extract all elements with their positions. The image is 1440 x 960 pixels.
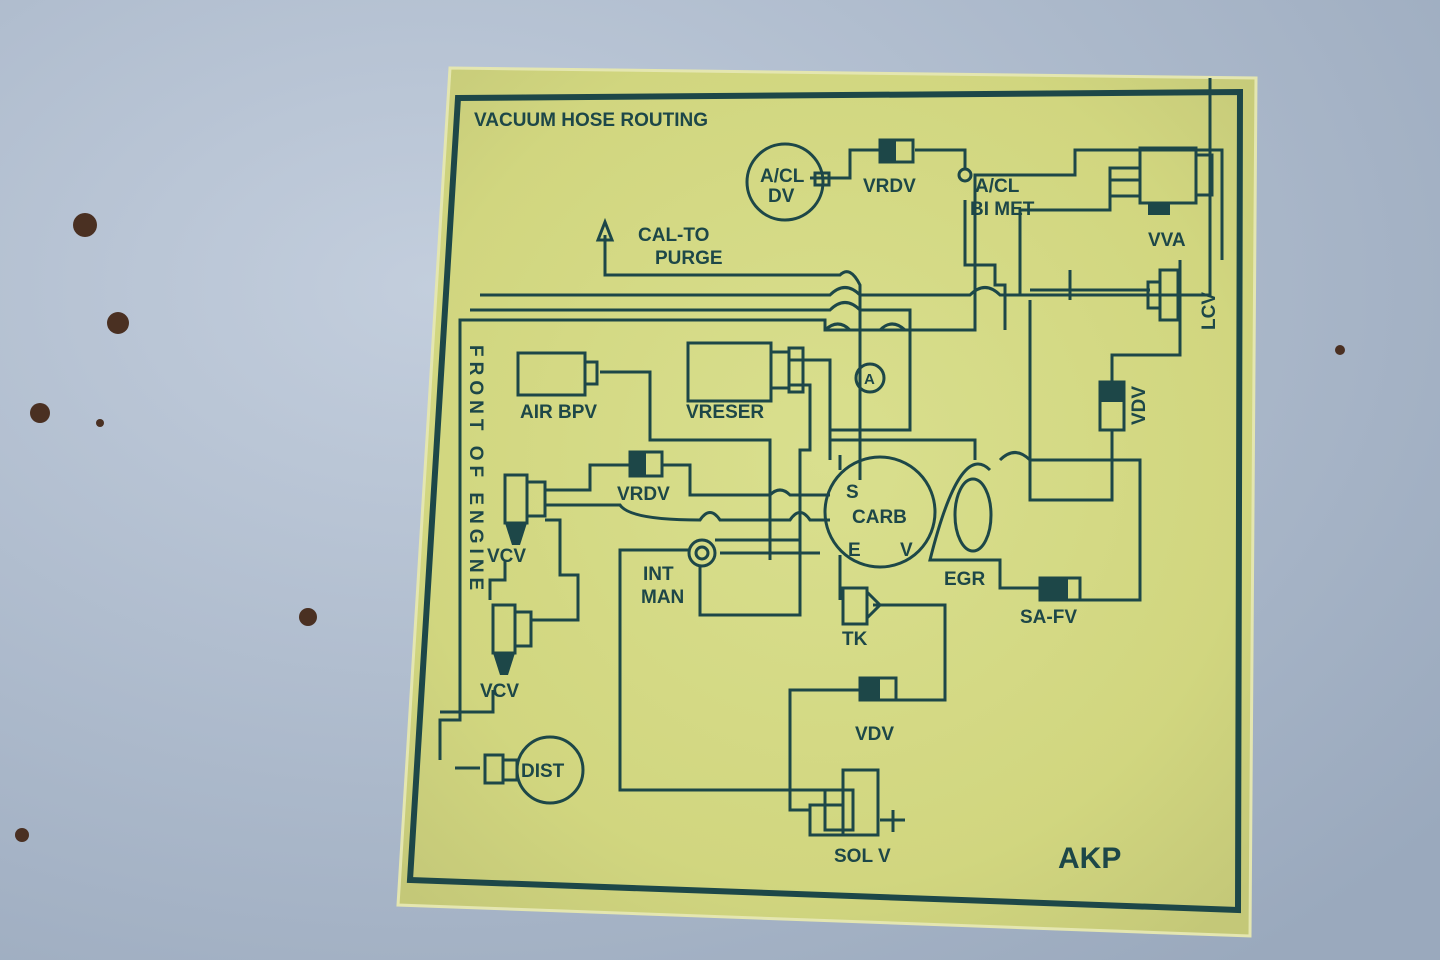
vcv-lower: VCV (480, 603, 533, 702)
vdv-right: VDV (1098, 380, 1150, 432)
svg-text:VRDV: VRDV (617, 484, 670, 505)
lcv: LCV (1146, 268, 1220, 330)
air-cleaner-oval (953, 477, 993, 553)
svg-text:LCV: LCV (1199, 292, 1220, 330)
svg-text:VRESER: VRESER (686, 402, 764, 423)
svg-text:CARB: CARB (852, 507, 907, 528)
label-border (406, 88, 1244, 914)
acl-bimet-port (957, 167, 973, 183)
vva: VVA (1108, 146, 1214, 251)
svg-text:VCV: VCV (480, 681, 519, 702)
svg-text:PURGE: PURGE (655, 248, 723, 269)
svg-text:SA-FV: SA-FV (1020, 607, 1077, 628)
carb: S CARB E V (823, 455, 937, 569)
sol-v: SOL V (808, 768, 891, 867)
tk: TK (841, 586, 883, 650)
sa-fv: SA-FV (1020, 576, 1082, 628)
svg-text:A: A (864, 371, 875, 388)
svg-text:A/CL: A/CL (760, 166, 805, 187)
air-bpv: AIR BPV (516, 351, 599, 423)
a-gauge: A (854, 362, 886, 394)
vrdv-middle: VRDV (617, 450, 670, 505)
svg-text:DV: DV (768, 186, 795, 207)
front-of-engine-label: FRONT OF ENGINE (465, 345, 486, 595)
svg-text:SOL V: SOL V (834, 846, 891, 867)
vrdv-top: VRDV (863, 138, 916, 197)
int-man: INT MAN (641, 538, 717, 608)
svg-text:TK: TK (842, 629, 868, 650)
svg-text:MAN: MAN (641, 587, 684, 608)
acl-bimet-label: A/CL (975, 176, 1020, 197)
svg-text:E: E (848, 540, 861, 561)
svg-text:VCV: VCV (487, 546, 526, 567)
acl-bimet-label-2: BI MET (970, 199, 1035, 220)
diagram-title: VACUUM HOSE ROUTING (474, 110, 708, 131)
svg-text:AIR BPV: AIR BPV (520, 402, 597, 423)
svg-text:DIST: DIST (521, 761, 565, 782)
vcv-upper: VCV (487, 473, 547, 567)
acl-dv: A/CL DV (745, 142, 831, 222)
svg-text:V: V (900, 540, 913, 561)
svg-text:S: S (846, 482, 859, 503)
svg-text:VVA: VVA (1148, 230, 1186, 251)
vdv-bottom: VDV (855, 676, 898, 745)
svg-text:VRDV: VRDV (863, 176, 916, 197)
hose-lines (438, 78, 1224, 832)
dist: DIST (483, 735, 585, 805)
cal-to-purge: CAL-TO PURGE (595, 217, 723, 269)
akp-code: AKP (1058, 842, 1121, 875)
svg-text:CAL-TO: CAL-TO (638, 225, 709, 246)
svg-text:VDV: VDV (855, 724, 894, 745)
vreser: VRESER (686, 341, 805, 423)
svg-text:INT: INT (643, 564, 674, 585)
egr-label: EGR (944, 569, 985, 590)
svg-text:VDV: VDV (1129, 386, 1150, 425)
rust-spots (15, 213, 1345, 842)
